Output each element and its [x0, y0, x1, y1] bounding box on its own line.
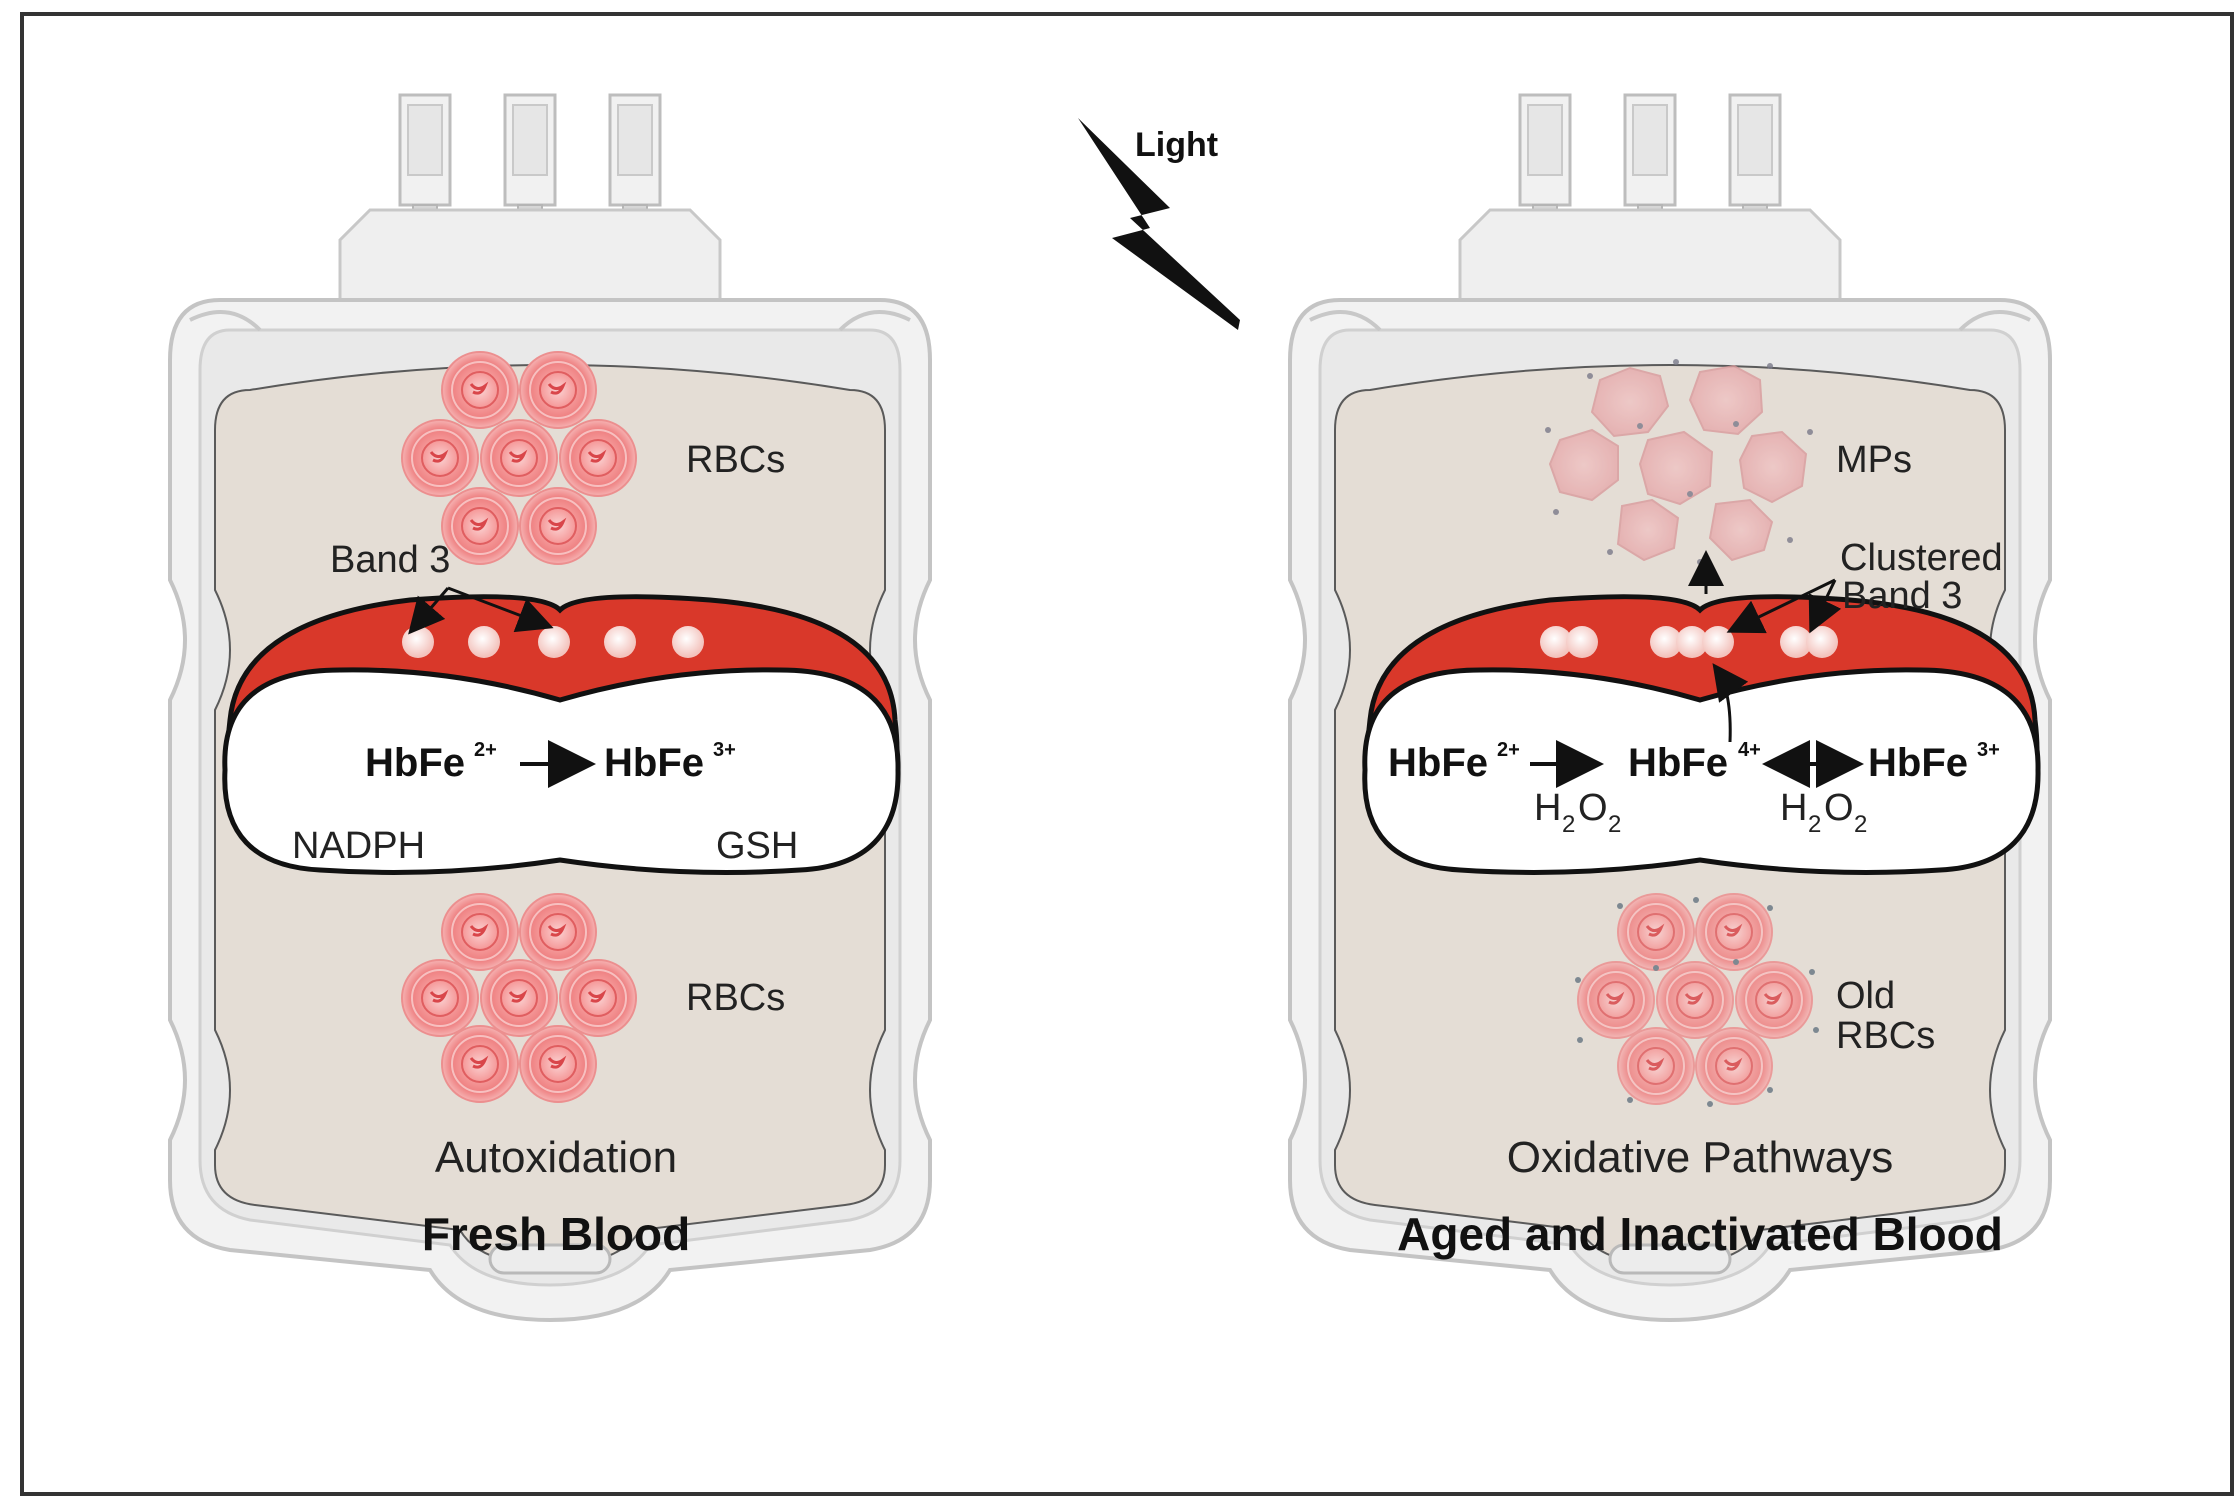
svg-text:2: 2	[1608, 811, 1621, 838]
oxidation-pathway-arrows	[1688, 550, 1749, 743]
gsh-label: GSH	[716, 825, 798, 867]
left-equation: HbFe 2+ HbFe 3+	[365, 739, 736, 788]
oxidative-pathways-label: Oxidative Pathways	[1507, 1133, 1893, 1182]
left-rbcs-bottom-label: RBCs	[686, 977, 785, 1019]
fresh-blood-title: Fresh Blood	[422, 1208, 690, 1260]
left-band3-pointers	[408, 586, 554, 635]
svg-text:2: 2	[1808, 811, 1821, 838]
old-rbcs-label-line2: RBCs	[1836, 1015, 1935, 1057]
clustered-label-line2: Band 3	[1842, 575, 1962, 617]
svg-text:2+: 2+	[1497, 739, 1520, 761]
svg-text:2: 2	[1562, 811, 1575, 838]
svg-text:HbFe: HbFe	[365, 741, 465, 785]
h2o2-label-2: H 2 O 2	[1780, 787, 1867, 838]
svg-text:HbFe: HbFe	[1868, 741, 1968, 785]
svg-text:HbFe: HbFe	[1628, 741, 1728, 785]
aged-blood-title: Aged and Inactivated Blood	[1397, 1208, 2003, 1260]
clustered-label-line1: Clustered	[1840, 537, 2003, 579]
left-band3-label: Band 3	[330, 539, 450, 581]
old-rbcs-label-line1: Old	[1836, 975, 1895, 1017]
clustered-band3-pointers	[1726, 578, 1842, 634]
svg-text:H: H	[1780, 787, 1807, 829]
svg-text:3+: 3+	[713, 739, 736, 761]
light-label: Light	[1135, 126, 1218, 164]
svg-text:2+: 2+	[474, 739, 497, 761]
clustered-band3-dots	[1540, 626, 1838, 658]
svg-text:HbFe: HbFe	[604, 741, 704, 785]
right-equation: HbFe 2+ HbFe 4+ HbFe 3+	[1388, 739, 2000, 788]
microparticles-cluster	[1545, 359, 1813, 565]
h2o2-label-1: H 2 O 2	[1534, 787, 1621, 838]
lightning-bolt-icon	[1078, 118, 1240, 330]
svg-text:O: O	[1578, 787, 1608, 829]
mps-label: MPs	[1836, 439, 1912, 481]
autoxidation-label: Autoxidation	[435, 1133, 677, 1182]
svg-text:4+: 4+	[1738, 739, 1761, 761]
old-rbc-cluster	[1575, 892, 1819, 1107]
svg-text:3+: 3+	[1977, 739, 2000, 761]
svg-text:H: H	[1534, 787, 1561, 829]
nadph-label: NADPH	[292, 825, 425, 867]
svg-text:HbFe: HbFe	[1388, 741, 1488, 785]
svg-text:2: 2	[1854, 811, 1867, 838]
svg-text:O: O	[1824, 787, 1854, 829]
left-rbcs-top-label: RBCs	[686, 439, 785, 481]
